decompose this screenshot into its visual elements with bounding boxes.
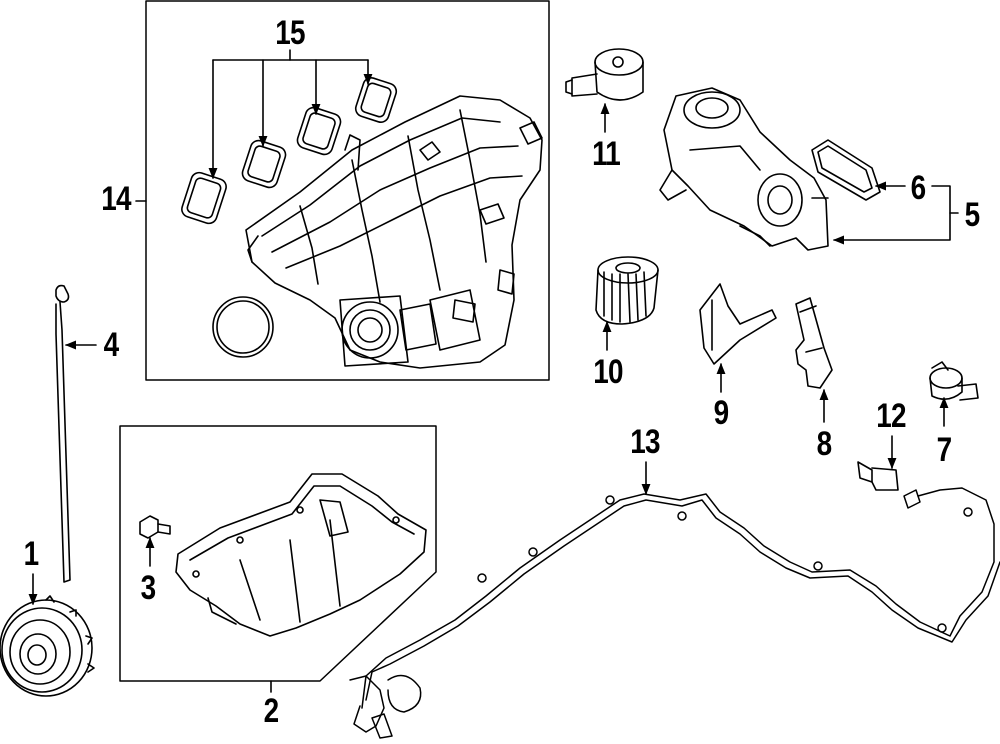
callout-8: 8	[816, 425, 833, 463]
callout-3: 3	[140, 569, 157, 607]
vapor-valve-part	[929, 361, 979, 401]
oil-pressure-sensor-part	[795, 297, 833, 389]
callout-4: 4	[103, 326, 120, 364]
pcv-valve-part	[565, 48, 644, 101]
callout-12: 12	[876, 397, 906, 435]
callout-7: 7	[936, 431, 953, 469]
thermostat-housing-gasket-part	[811, 139, 881, 201]
callout-2: 2	[263, 692, 280, 730]
oil-pan-part	[175, 473, 427, 637]
callout-13: 13	[630, 423, 660, 461]
intake-manifold-part	[245, 95, 543, 369]
callout-10: 10	[593, 353, 623, 391]
callout-15: 15	[275, 14, 305, 52]
oil-pan-bolt-part	[139, 515, 171, 539]
intake-gaskets-part	[181, 77, 398, 225]
callout-6: 6	[910, 169, 927, 207]
engine-wiring-harness-part	[349, 487, 1000, 739]
intake-manifold-group-box	[145, 0, 550, 381]
sensor-12-part	[857, 461, 899, 491]
thermostat-housing-part	[659, 87, 829, 251]
callout-1: 1	[23, 535, 40, 573]
leader-lines	[28, 49, 959, 693]
throttle-body-gasket-part	[212, 296, 274, 358]
oil-dipstick-part	[55, 284, 71, 583]
oil-pan-group-box	[119, 425, 437, 682]
oil-deflector-part	[699, 283, 777, 365]
callout-11: 11	[592, 135, 621, 173]
callout-9: 9	[713, 394, 730, 432]
crankshaft-pulley-part	[0, 595, 95, 697]
callout-5: 5	[964, 196, 981, 234]
callout-14: 14	[101, 180, 131, 218]
oil-filter-part	[595, 256, 659, 325]
